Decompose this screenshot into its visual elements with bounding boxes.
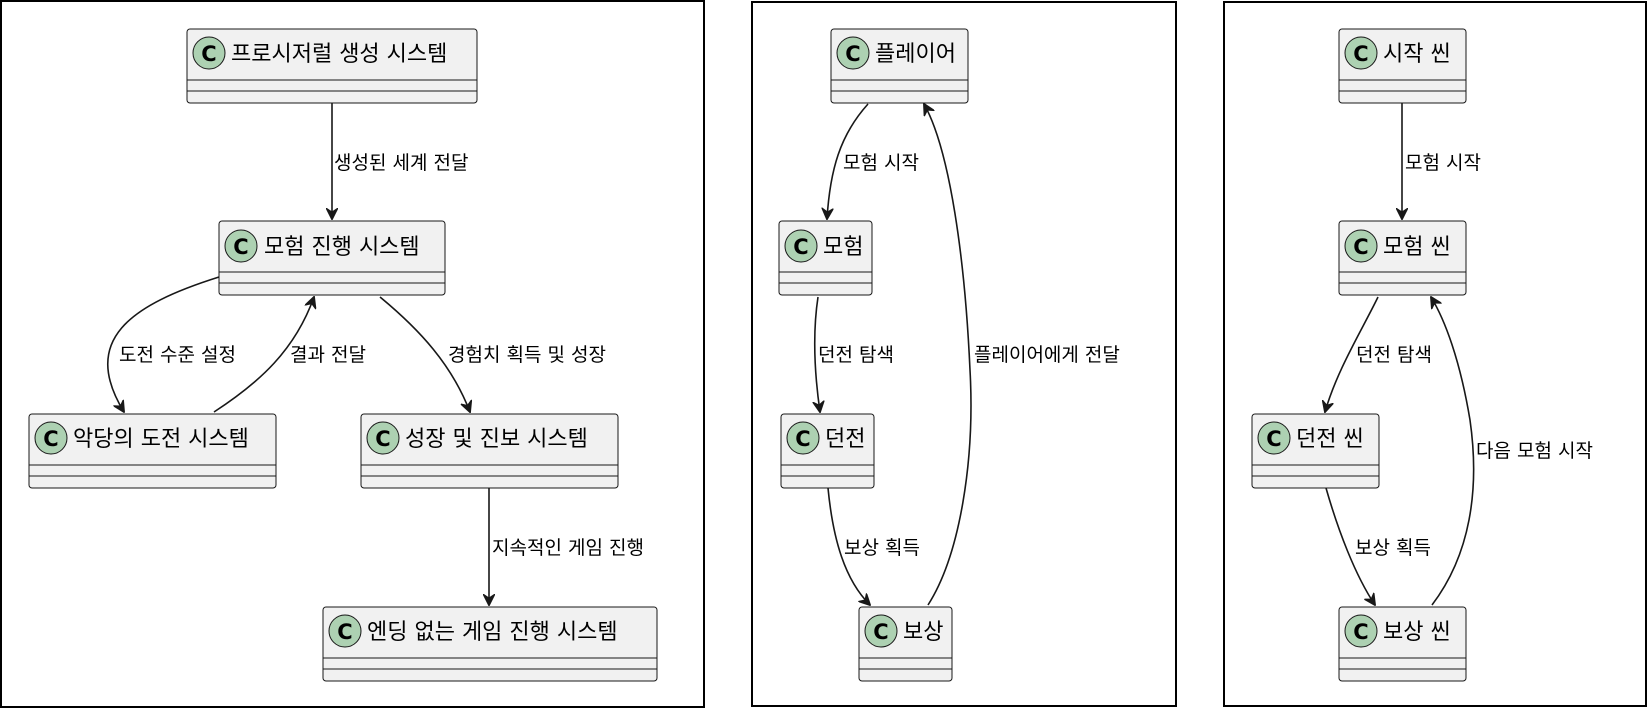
class-stereotype-letter: C xyxy=(793,235,808,259)
class-stereotype-icon xyxy=(224,229,258,263)
class-node-reward-scene[interactable]: C 보상 씬 xyxy=(1338,606,1467,682)
class-node-reward[interactable]: C 보상 xyxy=(858,606,953,682)
class-node-procgen[interactable]: C 프로시저럴 생성 시스템 xyxy=(186,28,478,104)
class-stereotype-icon xyxy=(784,229,818,263)
edge-player-to-adventure xyxy=(827,103,869,219)
class-stereotype-icon xyxy=(1344,229,1378,263)
class-stereotype-letter: C xyxy=(873,620,888,644)
edge-label-dungeon-to-reward: 보상 획득 xyxy=(844,537,920,559)
class-stereotype-icon xyxy=(1344,36,1378,70)
edge-label-dungeon-to-reward-scene: 보상 획득 xyxy=(1355,537,1431,559)
class-name-start-scene: 시작 씬 xyxy=(1383,42,1451,67)
class-node-adventure-scene[interactable]: C 모험 씬 xyxy=(1338,220,1467,296)
edge-label-adventure-to-dungeon-scene: 던전 탐색 xyxy=(1356,344,1432,366)
class-node-adventure[interactable]: C 모험 xyxy=(778,220,873,296)
class-stereotype-letter: C xyxy=(845,42,860,66)
edge-label-procgen-to-adventure: 생성된 세계 전달 xyxy=(334,152,468,174)
edge-reward-to-player xyxy=(924,104,972,606)
class-name-adventure-scene: 모험 씬 xyxy=(1383,235,1451,260)
class-stereotype-icon xyxy=(1344,614,1378,648)
class-name-reward-scene: 보상 씬 xyxy=(1383,620,1451,645)
edge-label-player-to-adventure: 모험 시작 xyxy=(843,152,919,174)
class-stereotype-letter: C xyxy=(1353,235,1368,259)
class-name-procgen: 프로시저럴 생성 시스템 xyxy=(231,42,447,67)
edge-reward-to-adventure-scene xyxy=(1431,297,1475,606)
class-stereotype-icon xyxy=(328,614,362,648)
class-name-adventure-system: 모험 진행 시스템 xyxy=(264,235,420,260)
class-stereotype-letter: C xyxy=(201,42,216,66)
class-node-player[interactable]: C 플레이어 xyxy=(830,28,969,104)
edge-dungeon-to-reward xyxy=(827,487,870,605)
class-name-adventure: 모험 xyxy=(823,235,863,260)
diagram-frame-2: 모험 시작 던전 탐색 보상 획득 플레이어에게 전달 C 플레이어 C 모험 xyxy=(751,1,1177,707)
class-stereotype-letter: C xyxy=(1353,620,1368,644)
edge-label-reward-to-player: 플레이어에게 전달 xyxy=(974,344,1120,366)
diagram-frame-1: 생성된 세계 전달 도전 수준 설정 결과 전달 경험치 획득 및 성장 지속적… xyxy=(0,0,705,708)
edge-label-start-to-adventure: 모험 시작 xyxy=(1405,152,1481,174)
class-node-growth[interactable]: C 성장 및 진보 시스템 xyxy=(360,413,619,489)
class-stereotype-letter: C xyxy=(1266,427,1281,451)
class-name-reward: 보상 xyxy=(903,620,943,645)
class-name-growth: 성장 및 진보 시스템 xyxy=(405,427,588,452)
class-node-endless[interactable]: C 엔딩 없는 게임 진행 시스템 xyxy=(322,606,658,682)
edge-label-reward-to-adventure-scene: 다음 모험 시작 xyxy=(1476,440,1593,462)
edge-villain-to-adventure xyxy=(213,297,314,413)
edge-adventure-to-growth xyxy=(379,296,470,412)
class-stereotype-letter: C xyxy=(1353,42,1368,66)
edge-label-adventure-to-villain: 도전 수준 설정 xyxy=(119,344,236,366)
class-stereotype-icon xyxy=(192,36,226,70)
class-node-dungeon[interactable]: C 던전 xyxy=(780,413,875,489)
edge-adventure-to-villain xyxy=(106,276,220,412)
class-node-start-scene[interactable]: C 시작 씬 xyxy=(1338,28,1467,104)
edge-label-villain-to-adventure: 결과 전달 xyxy=(290,344,366,366)
edge-dungeon-to-reward-scene xyxy=(1325,487,1375,605)
class-stereotype-icon xyxy=(836,36,870,70)
edge-adventure-to-dungeon-scene xyxy=(1325,296,1379,412)
edge-label-growth-to-endless: 지속적인 게임 진행 xyxy=(492,537,644,559)
class-stereotype-icon xyxy=(366,421,400,455)
class-node-villain[interactable]: C 악당의 도전 시스템 xyxy=(28,413,277,489)
edge-adventure-to-dungeon xyxy=(815,296,820,412)
diagram-frame-3: 모험 시작 던전 탐색 보상 획득 다음 모험 시작 C 시작 씬 C 모험 씬 xyxy=(1223,1,1647,707)
class-node-dungeon-scene[interactable]: C 던전 씬 xyxy=(1251,413,1380,489)
class-name-endless: 엔딩 없는 게임 진행 시스템 xyxy=(367,620,618,645)
class-stereotype-letter: C xyxy=(233,235,248,259)
edge-label-adventure-to-growth: 경험치 획득 및 성장 xyxy=(448,344,606,366)
class-stereotype-letter: C xyxy=(43,427,58,451)
edge-label-adventure-to-dungeon: 던전 탐색 xyxy=(818,344,894,366)
class-name-villain: 악당의 도전 시스템 xyxy=(73,427,249,452)
class-stereotype-icon xyxy=(864,614,898,648)
class-name-player: 플레이어 xyxy=(875,42,956,67)
class-stereotype-icon xyxy=(34,421,68,455)
class-stereotype-icon xyxy=(1257,421,1291,455)
class-stereotype-letter: C xyxy=(375,427,390,451)
class-name-dungeon: 던전 xyxy=(825,427,865,452)
class-stereotype-letter: C xyxy=(795,427,810,451)
class-stereotype-icon xyxy=(786,421,820,455)
class-stereotype-letter: C xyxy=(337,620,352,644)
class-node-adventure-system[interactable]: C 모험 진행 시스템 xyxy=(218,220,446,296)
class-name-dungeon-scene: 던전 씬 xyxy=(1296,427,1364,452)
